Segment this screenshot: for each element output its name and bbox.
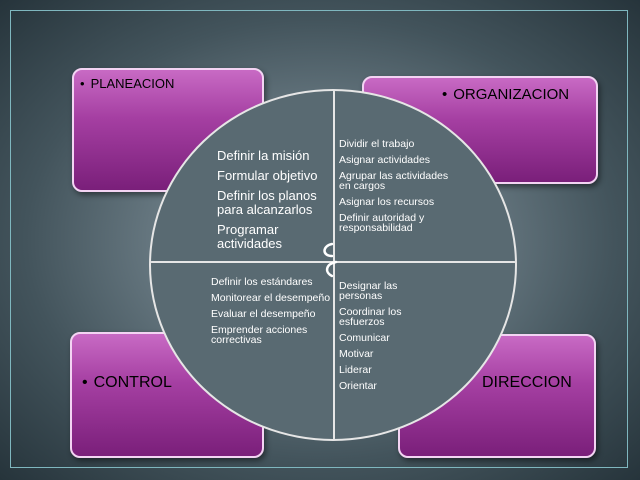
quadrant-item: Definir autoridad y responsabilidad [339,212,425,234]
direccion-label: DIRECCION [482,374,572,392]
control-text: CONTROL [93,374,172,391]
direccion-quadrant: Designar las personas Coordinar los esfu… [339,281,439,397]
quadrant-item: Agrupar las actividades en cargos [339,170,449,192]
organizacion-quadrant: Dividir el trabajo Asignar actividades A… [339,139,459,239]
quadrant-item: Definir los estándares [211,276,313,288]
quadrant-item: Coordinar los esfuerzos [339,306,402,328]
quadrant-item: Programar actividades [217,222,283,251]
quadrant-item: Definir la misión [217,148,310,163]
control-quadrant: Definir los estándares Monitorear el des… [211,277,331,351]
quadrant-item: Formular objetivo [217,168,318,183]
quadrant-item: Asignar actividades [339,154,431,166]
quadrant-item: Motivar [339,348,374,360]
organizacion-text: ORGANIZACION [453,86,570,103]
planeacion-quadrant: Definir la misión Formular objetivo Defi… [217,149,335,257]
slide-frame [10,10,628,468]
quadrant-item: Asignar los recursos [339,196,435,208]
quadrant-item: Definir los planos para alcanzarlos [217,188,317,217]
bullet-icon: • [82,374,88,391]
swirl-icon [323,242,338,278]
quadrant-item: Evaluar el desempeño [211,308,316,320]
organizacion-label: • ORGANIZACION [442,86,569,103]
planeacion-text: PLANEACION [90,76,175,91]
quadrant-item: Orientar [339,380,377,392]
quadrant-item: Emprender acciones correctivas [211,324,308,346]
bullet-icon: • [80,76,85,91]
control-label: • CONTROL [82,374,172,392]
process-circle: Definir la misión Formular objetivo Defi… [149,89,517,441]
quadrant-item: Dividir el trabajo [339,138,415,150]
quadrant-item: Designar las personas [339,280,398,302]
direccion-text: DIRECCION [482,374,572,391]
planeacion-label: • PLANEACION [80,76,174,91]
quadrant-item: Monitorear el desempeño [211,292,331,304]
quadrant-item: Liderar [339,364,372,376]
quadrant-item: Comunicar [339,332,390,344]
vertical-divider [333,91,335,439]
bullet-icon: • [442,86,448,103]
